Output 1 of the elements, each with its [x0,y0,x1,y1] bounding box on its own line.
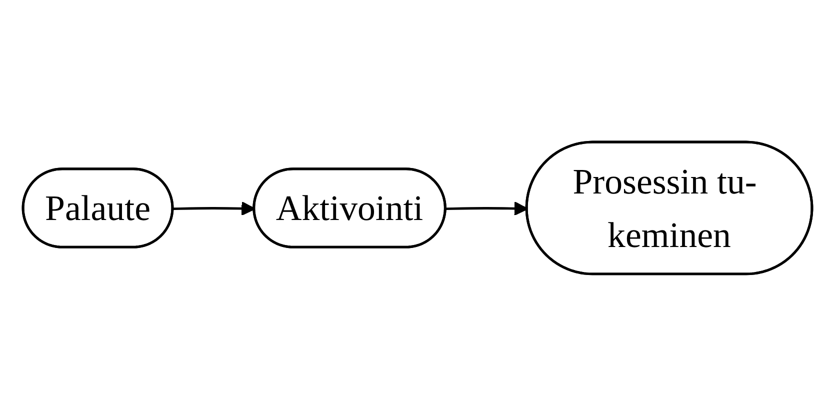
arrow [173,201,256,216]
